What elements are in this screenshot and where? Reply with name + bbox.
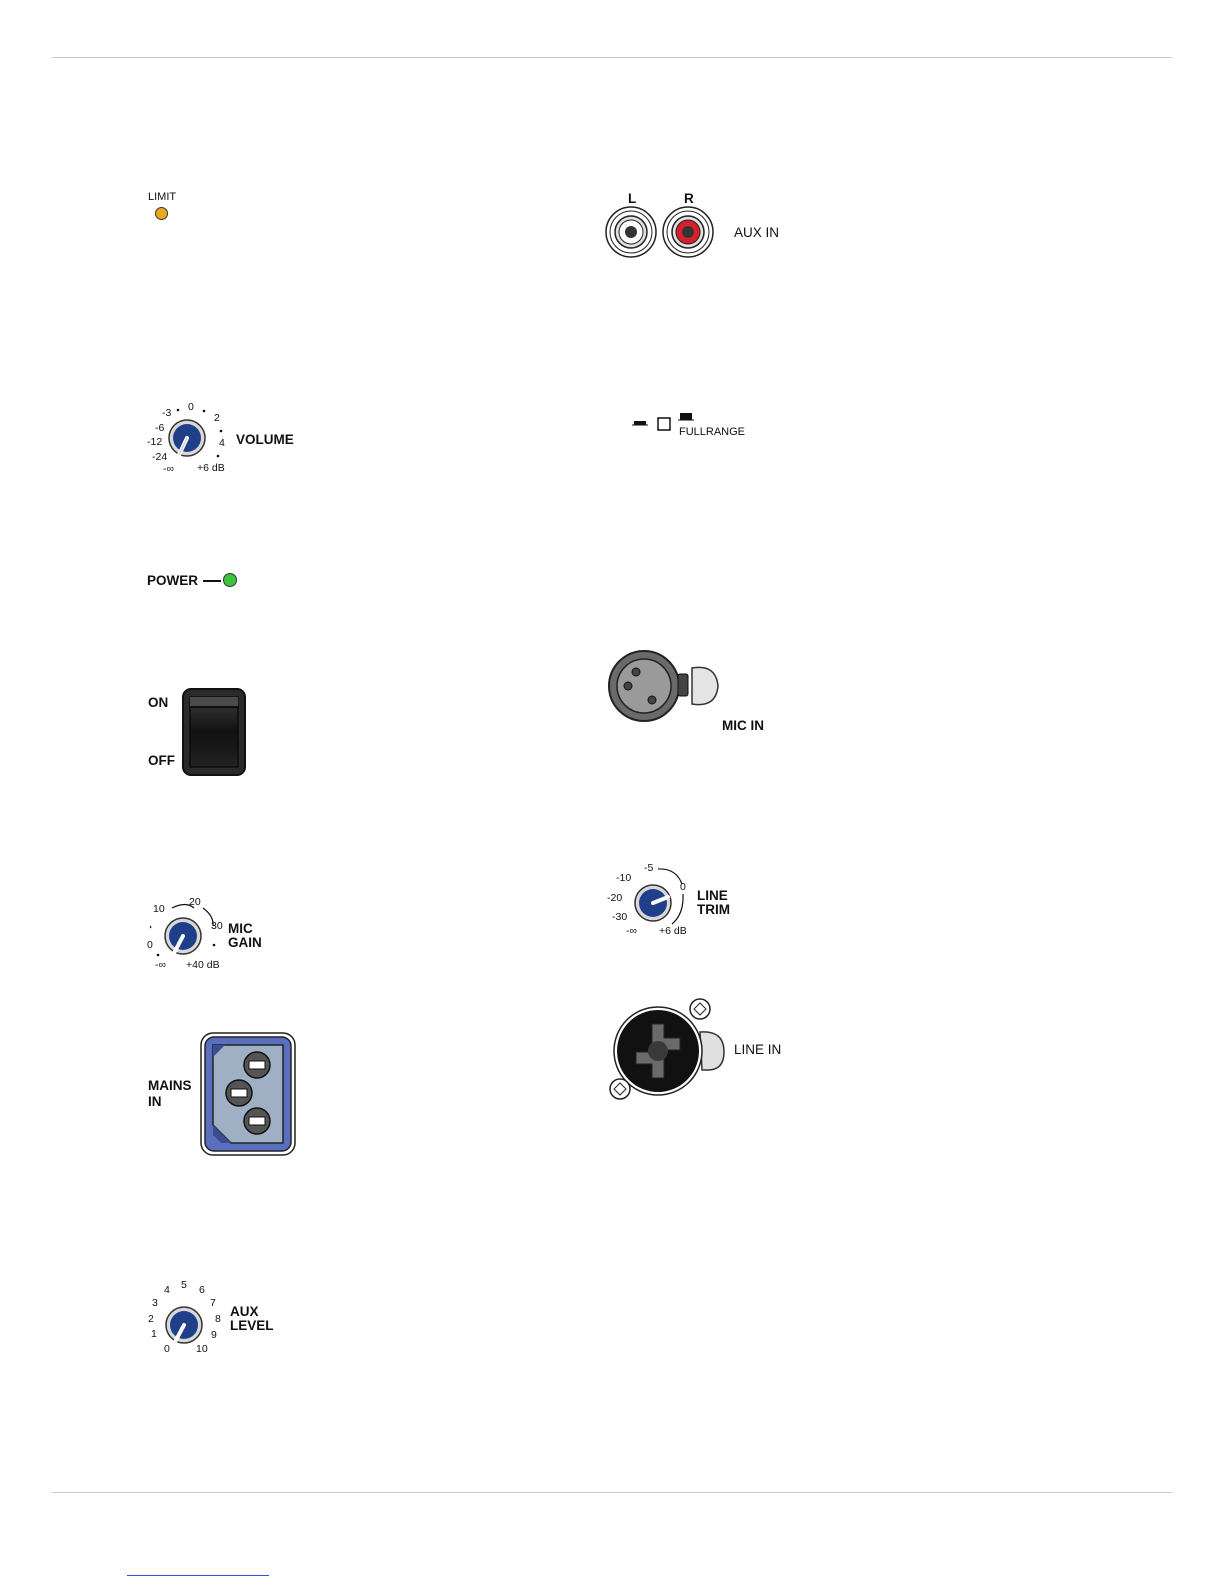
volume-tick-2: 2 — [214, 413, 220, 424]
mic-gain-label-line2: GAIN — [228, 935, 262, 950]
line-trim-label-line2: TRIM — [697, 902, 730, 917]
mic-in-label: MIC IN — [722, 718, 764, 733]
mic-gain-label-line1: MIC — [228, 921, 253, 936]
aux-level-tick-7: 7 — [210, 1298, 216, 1309]
aux-level-tick-1: 1 — [151, 1329, 157, 1340]
line-trim-tick-min: -∞ — [626, 926, 637, 937]
line-trim-knob-graphic[interactable] — [620, 860, 692, 932]
footer-link-underline[interactable] — [127, 1575, 269, 1576]
mic-in-xlr-connector[interactable] — [604, 650, 724, 732]
volume-tick-max: +6 dB — [197, 463, 225, 474]
mic-gain-tick-20: 20 — [189, 897, 201, 908]
switch-on-label: ON — [148, 695, 168, 710]
aux-in-label: AUX IN — [734, 225, 779, 240]
line-trim-tick-minus5: -5 — [644, 863, 653, 874]
volume-tick-minus24: -24 — [152, 452, 167, 463]
aux-level-tick-0: 0 — [164, 1344, 170, 1355]
aux-level-tick-2: 2 — [148, 1314, 154, 1325]
limit-led — [155, 207, 168, 220]
aux-level-tick-4: 4 — [164, 1285, 170, 1296]
aux-level-tick-9: 9 — [211, 1330, 217, 1341]
volume-tick-minus3: -3 — [162, 408, 171, 419]
volume-tick-minus6: -6 — [155, 423, 164, 434]
aux-in-left-jack[interactable] — [606, 207, 656, 257]
aux-level-tick-3: 3 — [152, 1298, 158, 1309]
line-trim-tick-minus10: -10 — [616, 873, 631, 884]
volume-label: VOLUME — [236, 432, 294, 447]
mic-gain-tick-0: 0 — [147, 940, 153, 951]
bottom-rule — [52, 1492, 1172, 1493]
aux-level-tick-5: 5 — [181, 1280, 187, 1291]
line-trim-tick-minus20: -20 — [607, 893, 622, 904]
volume-tick-0: 0 — [188, 402, 194, 413]
aux-in-jacks[interactable] — [604, 204, 716, 260]
line-trim-tick-max: +6 dB — [659, 926, 687, 937]
volume-tick-4: 4 — [219, 438, 225, 449]
power-rocker-switch[interactable] — [181, 687, 247, 777]
aux-level-tick-10: 10 — [196, 1344, 208, 1355]
power-led — [223, 573, 237, 587]
volume-tick-min: -∞ — [163, 464, 174, 475]
aux-level-tick-6: 6 — [199, 1285, 205, 1296]
volume-tick-minus12: -12 — [147, 437, 162, 448]
line-trim-tick-minus30: -30 — [612, 912, 627, 923]
mains-in-label-line2: IN — [148, 1094, 162, 1109]
line-trim-tick-0: 0 — [680, 882, 686, 893]
aux-level-label-line2: LEVEL — [230, 1318, 274, 1333]
limit-label: LIMIT — [148, 191, 176, 203]
mains-in-iec-socket[interactable] — [199, 1031, 297, 1157]
mic-gain-tick-max: +40 dB — [186, 960, 220, 971]
power-label: POWER — [147, 573, 198, 588]
aux-level-label-line1: AUX — [230, 1304, 259, 1319]
fullrange-label: FULLRANGE — [679, 426, 745, 438]
power-connector-line — [203, 580, 221, 582]
mains-in-label-line1: MAINS — [148, 1078, 192, 1093]
aux-level-tick-8: 8 — [215, 1314, 221, 1325]
mic-gain-tick-min: -∞ — [155, 960, 166, 971]
mic-gain-tick-30: 30 — [211, 921, 223, 932]
aux-in-right-jack[interactable] — [663, 207, 713, 257]
mic-gain-tick-10: 10 — [153, 904, 165, 915]
switch-off-label: OFF — [148, 753, 175, 768]
line-in-label: LINE IN — [734, 1042, 781, 1057]
top-rule — [52, 57, 1172, 58]
line-trim-label-line1: LINE — [697, 888, 728, 903]
line-in-combo-jack[interactable] — [604, 996, 732, 1106]
